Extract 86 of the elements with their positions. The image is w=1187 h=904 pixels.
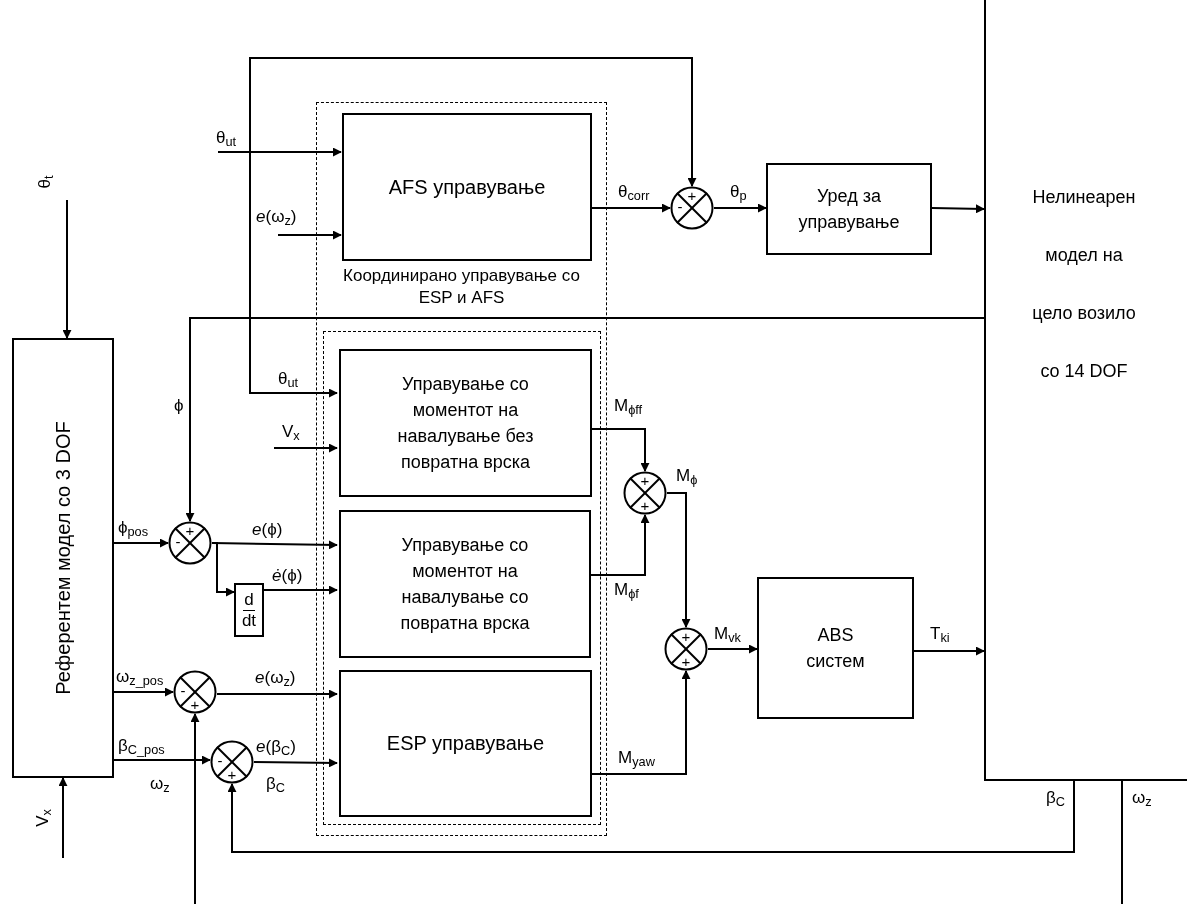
signal-arrow <box>931 204 985 214</box>
sign-label: + <box>680 653 692 670</box>
edge-label: M$_{ϕff}$ <box>614 396 643 416</box>
block-box <box>12 338 114 778</box>
sign-label: + <box>639 497 651 514</box>
signal-arrow <box>113 538 169 548</box>
edge-label: M$_{vk}$ <box>714 624 741 644</box>
summing-junction <box>168 521 212 565</box>
block-box <box>339 670 592 817</box>
edge-label: θ$_{p}$ <box>730 182 747 202</box>
signal-arrow <box>185 317 985 522</box>
edge-label: e(ω$_{z}$) <box>256 207 297 227</box>
fraction-text: d <box>243 589 255 611</box>
edge-label: θ$_{ut}$ <box>278 369 299 389</box>
signal-arrow <box>253 758 338 768</box>
edge-label: M$_{ϕ}$ <box>676 466 698 486</box>
signal-arrow <box>113 687 174 697</box>
signal-arrow <box>263 585 338 595</box>
signal-arrow <box>216 689 338 699</box>
signal-arrow <box>62 199 72 339</box>
edge-label: M$_{yaw}$ <box>618 748 655 768</box>
sign-label: - <box>174 533 182 550</box>
signal-arrow <box>113 755 211 765</box>
derivative-block <box>234 583 264 637</box>
signal-arrow <box>249 57 697 187</box>
edge-label: T$_{ki}$ <box>930 624 950 644</box>
block-box <box>984 0 1187 781</box>
sign-label: + <box>680 628 692 645</box>
signal-arrow <box>58 777 68 859</box>
summing-junction <box>664 627 708 671</box>
dashed-group-frame <box>316 102 607 836</box>
signal-arrow <box>277 230 342 240</box>
sign-label: - <box>676 198 684 215</box>
signal-arrow <box>190 713 200 904</box>
summing-junction <box>670 186 714 230</box>
edge-label: ω$_{z_pos}$ <box>116 667 164 687</box>
block-text: Управување со моментот на навалување без повратна врска <box>396 372 535 475</box>
signal-arrow <box>249 151 338 398</box>
block-box <box>342 113 592 261</box>
signal-arrow <box>913 646 985 656</box>
summing-junction <box>210 740 254 784</box>
signal-arrow <box>211 542 235 597</box>
summing-junction <box>173 670 217 714</box>
sign-label: + <box>686 187 698 204</box>
edge-label: e(β$_{C}$) <box>256 737 296 757</box>
block-box <box>757 577 914 719</box>
edge-label: e(ϕ) <box>252 520 283 540</box>
edge-label: ė(ϕ) <box>272 566 303 586</box>
block-text: Уред за управување <box>797 184 901 234</box>
block-text: ABS систем <box>805 623 866 673</box>
block-box <box>766 163 932 255</box>
edge-label: θ$_{corr}$ <box>618 182 650 202</box>
dashed-group-frame <box>323 331 601 825</box>
sign-label: + <box>639 472 651 489</box>
signal-arrow <box>273 443 338 453</box>
edge-label: θ$_{ut}$ <box>216 128 237 148</box>
edge-label: ω$_{z}$ <box>150 774 170 794</box>
signal-arrow <box>666 492 691 628</box>
edge-label: ω$_{z}$ <box>1132 788 1152 808</box>
summing-junction <box>623 471 667 515</box>
sign-label: + <box>226 766 238 783</box>
edge-label: e(ω$_{z}$) <box>255 668 296 688</box>
group-caption: Координирано управување со ESP и AFS <box>342 265 581 309</box>
block-text: Референтем модел со 3 DOF <box>51 420 75 697</box>
edge-label: β$_{C_pos}$ <box>118 736 165 756</box>
edge-label: V$_{x}$ <box>282 422 300 442</box>
sign-label: + <box>184 522 196 539</box>
edge-label: ϕ$_{pos}$ <box>118 518 149 538</box>
edge-label: ϕ <box>174 396 184 416</box>
block-text: AFS управување <box>388 174 546 200</box>
sign-label: - <box>179 682 187 699</box>
block-box <box>339 510 591 658</box>
edge-label: M$_{ϕf}$ <box>614 580 639 600</box>
signal-arrow <box>713 203 767 213</box>
block-text: ESP управување <box>386 731 545 756</box>
edge-label: β$_{C}$ <box>1046 788 1065 808</box>
signal-arrow <box>217 147 342 157</box>
block-box <box>339 349 592 497</box>
block-text: Управување со моментот на навалување со повратна врска <box>399 533 531 636</box>
sign-label: + <box>189 696 201 713</box>
signal-arrow <box>707 644 758 654</box>
sign-label: - <box>216 752 224 769</box>
signal-arrow <box>227 780 1075 853</box>
signal-label: β$_{C}$ <box>266 774 285 794</box>
block-text: Нелинеарен модел на цело возило со 14 DOF <box>1031 186 1137 383</box>
fraction-text: dt <box>240 610 258 631</box>
